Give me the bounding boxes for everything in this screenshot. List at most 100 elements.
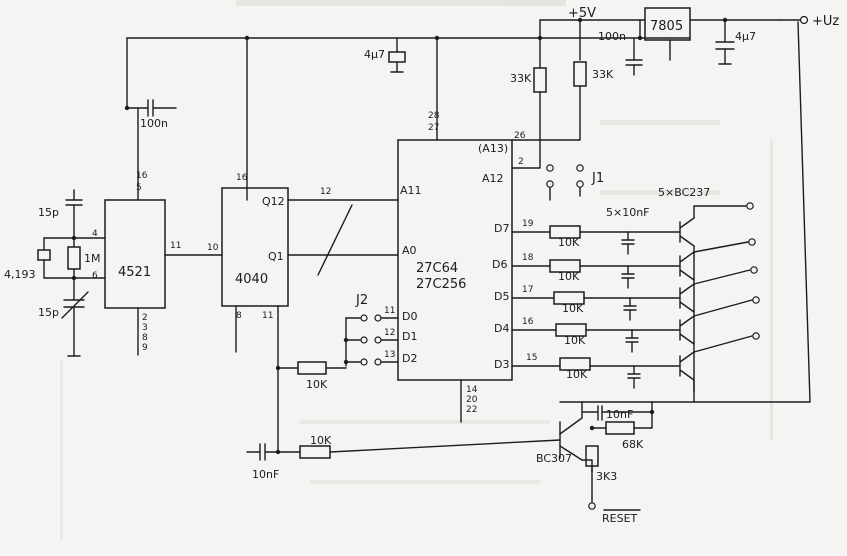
osc-pin-6: 6 [92, 271, 98, 281]
eprom-pin-22: 22 [466, 405, 477, 415]
voltage-regulator: 7805 [644, 7, 691, 41]
d6-res-value: 10K [558, 270, 580, 283]
counter-pin-8: 8 [236, 311, 242, 321]
oscillator-decoupling-capacitor: 100n [124, 99, 177, 130]
regulator-input-capacitor: 100n [598, 30, 643, 76]
osc-dec-cap-value: 100n [140, 117, 168, 130]
reset-transistor: BC307 3K3 RESET [536, 401, 641, 525]
a13-label: (A13) [478, 142, 508, 155]
counter-pin-10: 10 [207, 243, 219, 253]
d3-pin: 15 [526, 353, 537, 363]
j2-pin-11: 11 [384, 306, 395, 316]
d7-res-value: 10K [558, 236, 580, 249]
plus-5v-label: +5V [568, 6, 596, 21]
pullup-a-value: 33K [510, 72, 532, 85]
jumper-pull-resistor: 10K [275, 361, 347, 391]
d5-pin: 17 [522, 285, 533, 295]
reg-in-cap-value: 100n [598, 30, 626, 43]
feedback-res-value: 68K [622, 438, 644, 451]
osc-pin-11: 11 [170, 241, 181, 251]
eprom-a13-wire [511, 131, 581, 141]
eprom-pin-20: 20 [466, 395, 478, 405]
reset-cap-value: 10nF [252, 468, 279, 481]
d4-res-value: 10K [564, 334, 586, 347]
d7-label: D7 [494, 222, 509, 235]
eprom-ic: 27C64 27C256 28 27 A11 A0 (A13) A12 26 2… [397, 111, 526, 415]
j2-pin-12: 12 [384, 328, 395, 338]
a12-label: A12 [482, 172, 504, 185]
reset-input-network: 10K 10nF [246, 434, 561, 481]
eprom-pin-2: 2 [518, 157, 524, 167]
d0-label: D0 [402, 310, 417, 323]
transistor-array-label: 5×BC237 [658, 186, 710, 199]
rail-electrolytic-capacitor: 4μ7 [364, 48, 406, 73]
reset-output-label: RESET [602, 512, 638, 525]
jumper-res-value: 10K [306, 378, 328, 391]
j2-label: J2 [355, 293, 368, 308]
d3-label: D3 [494, 358, 509, 371]
reg-out-cap-value: 4μ7 [735, 30, 756, 43]
osc-pin-3: 3 [142, 323, 148, 333]
a11-label: A11 [400, 184, 422, 197]
d7-pin: 19 [522, 219, 534, 229]
eprom-label-line1: 27C64 [416, 261, 458, 276]
d1-label: D1 [402, 330, 417, 343]
reset-pulldown-value: 3K3 [596, 470, 617, 483]
osc-pin-2: 2 [142, 313, 148, 323]
bleed-through-text [60, 0, 773, 540]
osc-pin-5: 5 [136, 183, 142, 193]
q12-label: Q12 [262, 195, 285, 208]
reset-res-value: 10K [310, 434, 332, 447]
d6-pin: 18 [522, 253, 534, 263]
d5-res-value: 10K [562, 302, 584, 315]
a0-label: A0 [402, 244, 417, 257]
output-channel-d7: 19 10K [511, 202, 754, 393]
j1-label: J1 [591, 171, 604, 186]
d5-label: D5 [494, 290, 509, 303]
jumper-j1[interactable]: J1 [546, 164, 604, 201]
d3-res-value: 10K [566, 368, 588, 381]
crystal-network: 15p 4,193 1M 15p [4, 189, 106, 357]
uz-input-terminal: +Uz [799, 14, 839, 29]
reset-transistor-label: BC307 [536, 452, 572, 465]
counter-pin-11: 11 [262, 311, 273, 321]
counter-pin-16: 16 [236, 173, 248, 183]
pullup-b-value: 33K [592, 68, 614, 81]
oscillator-ic: 4521 16 5 4 6 11 2 3 8 9 [92, 171, 181, 353]
q1-label: Q1 [268, 250, 284, 263]
regulator-output-capacitor: 4μ7 [715, 30, 756, 65]
d4-label: D4 [494, 322, 509, 335]
d4-pin: 16 [522, 317, 534, 327]
uz-label: +Uz [812, 14, 839, 29]
output-channel-d5: 17 10K [511, 266, 758, 321]
cap-bank-label: 5×10nF [606, 206, 650, 219]
osc-pin-4: 4 [92, 229, 98, 239]
pullup-resistors: 33K 33K [510, 61, 614, 161]
address-bus: 12 [287, 187, 399, 276]
counter-ic-label: 4040 [235, 272, 268, 287]
bus-width-label: 12 [320, 187, 331, 197]
regulator-label: 7805 [650, 19, 683, 34]
eprom-pin-26: 26 [514, 131, 526, 141]
feedback-cap-value: 10nF [606, 408, 633, 421]
osc-pin-9: 9 [142, 343, 148, 353]
junction-dots [244, 17, 728, 431]
osc-pin-16: 16 [136, 171, 148, 181]
jumper-j2[interactable]: J2 11 12 13 [345, 293, 399, 367]
eprom-label-line2: 27C256 [416, 277, 466, 292]
reset-feedback-network: 10nF 68K [581, 401, 653, 451]
d6-label: D6 [492, 258, 507, 271]
output-channel-d6: 18 10K [511, 238, 756, 289]
osc-cap-top-value: 15p [38, 206, 59, 219]
osc-pin-8: 8 [142, 333, 148, 343]
supply-wiring [126, 19, 811, 403]
osc-resistor-value: 1M [84, 252, 101, 265]
output-channel-d4: 16 10K [511, 296, 760, 353]
d2-label: D2 [402, 352, 417, 365]
osc-cap-bottom-value: 15p [38, 306, 59, 319]
plus-5v-junction [577, 17, 583, 23]
eprom-pin-28: 28 [428, 111, 440, 121]
crystal-value: 4,193 [4, 268, 36, 281]
